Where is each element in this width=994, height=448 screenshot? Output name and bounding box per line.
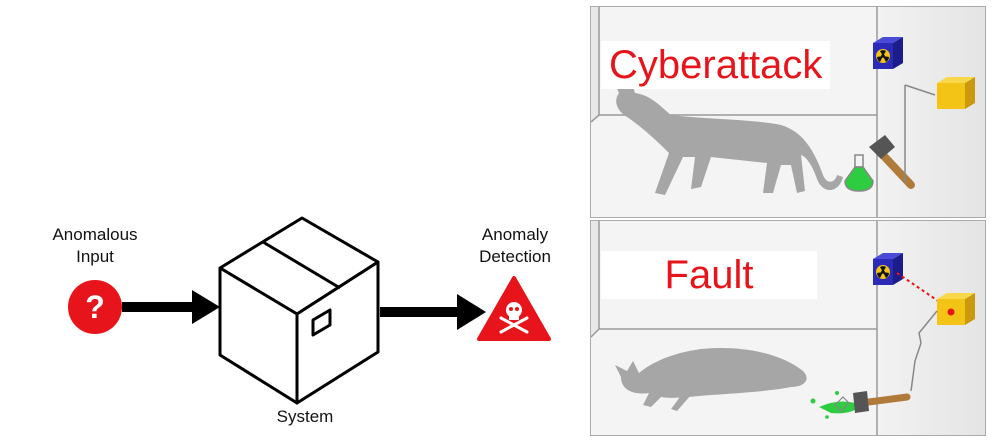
flask-icon [844, 154, 874, 192]
spilled-flask-icon [810, 391, 867, 419]
radioactive-icon-fault [873, 253, 903, 285]
anomalous-input-label: Anomalous Input [52, 225, 138, 266]
cat-lying-icon [615, 347, 807, 411]
flow-diagram: ? [68, 216, 551, 405]
question-icon: ? [68, 280, 122, 334]
anomaly-detection-label: Anomaly Detection [479, 225, 551, 266]
cyberattack-scene [591, 7, 985, 217]
radioactive-icon [873, 37, 903, 69]
fault-title: Fault [601, 251, 817, 299]
box-icon [218, 216, 380, 405]
detector-icon [904, 77, 975, 183]
hammer-icon [869, 135, 915, 189]
fault-panel: Fault [590, 220, 986, 436]
warning-skull-icon [477, 276, 551, 341]
cyberattack-panel: Cyberattack [590, 6, 986, 218]
detector-icon-fault [910, 293, 975, 392]
input-arrow [122, 290, 220, 324]
cat-icon [613, 79, 843, 195]
system-label: System [276, 407, 334, 426]
output-arrow [380, 294, 486, 330]
question-mark: ? [85, 289, 105, 325]
hammer-fallen-icon [853, 391, 911, 413]
cyberattack-title: Cyberattack [601, 41, 831, 89]
